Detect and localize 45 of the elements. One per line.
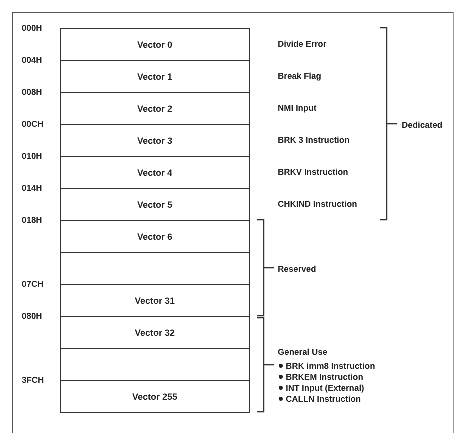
vector-description: NMI Input (278, 103, 317, 113)
address-label: 018H (22, 215, 42, 225)
vector-row (60, 316, 250, 349)
list-item: CALLN Instruction (286, 394, 362, 404)
vector-name: Vector 31 (134, 296, 176, 306)
group-label: Reserved (278, 264, 316, 274)
vector-row (60, 92, 250, 125)
empty-vector-row (60, 252, 250, 285)
vector-description: Break Flag (278, 71, 322, 81)
vector-name: Vector 6 (137, 232, 173, 242)
vector-name: Vector 255 (132, 392, 178, 402)
vector-name: Vector 32 (134, 328, 176, 338)
vector-description: BRK 3 Instruction (278, 135, 350, 145)
vector-row (60, 220, 250, 253)
address-label: 00CH (22, 119, 44, 129)
group-label: General Use (278, 347, 328, 357)
group-label: Dedicated (402, 120, 443, 130)
address-label: 014H (22, 183, 42, 193)
vector-description: Divide Error (278, 39, 327, 49)
vector-row (60, 284, 250, 317)
address-label: 080H (22, 311, 42, 321)
vector-row (60, 60, 250, 93)
address-label: 008H (22, 87, 42, 97)
address-label: 004H (22, 55, 42, 65)
list-item: INT Input (External) (286, 383, 364, 393)
vector-description: CHKIND Instruction (278, 199, 358, 209)
vector-row (60, 124, 250, 157)
vector-description: BRKV Instruction (278, 167, 348, 177)
vector-name: Vector 3 (137, 136, 173, 146)
vector-row (60, 188, 250, 221)
address-label: 07CH (22, 279, 44, 289)
list-item: BRK imm8 Instruction (286, 361, 376, 371)
empty-vector-row (60, 348, 250, 381)
vector-name: Vector 1 (137, 72, 173, 82)
vector-name: Vector 5 (137, 200, 173, 210)
list-item: BRKEM Instruction (286, 372, 364, 382)
vector-name: Vector 0 (137, 40, 173, 50)
vector-row (60, 156, 250, 189)
address-label: 3FCH (22, 375, 44, 385)
address-label: 010H (22, 151, 42, 161)
vector-name: Vector 2 (137, 104, 173, 114)
vector-row (60, 28, 250, 61)
vector-name: Vector 4 (137, 168, 173, 178)
vector-row (60, 380, 250, 413)
address-label: 000H (22, 23, 42, 33)
